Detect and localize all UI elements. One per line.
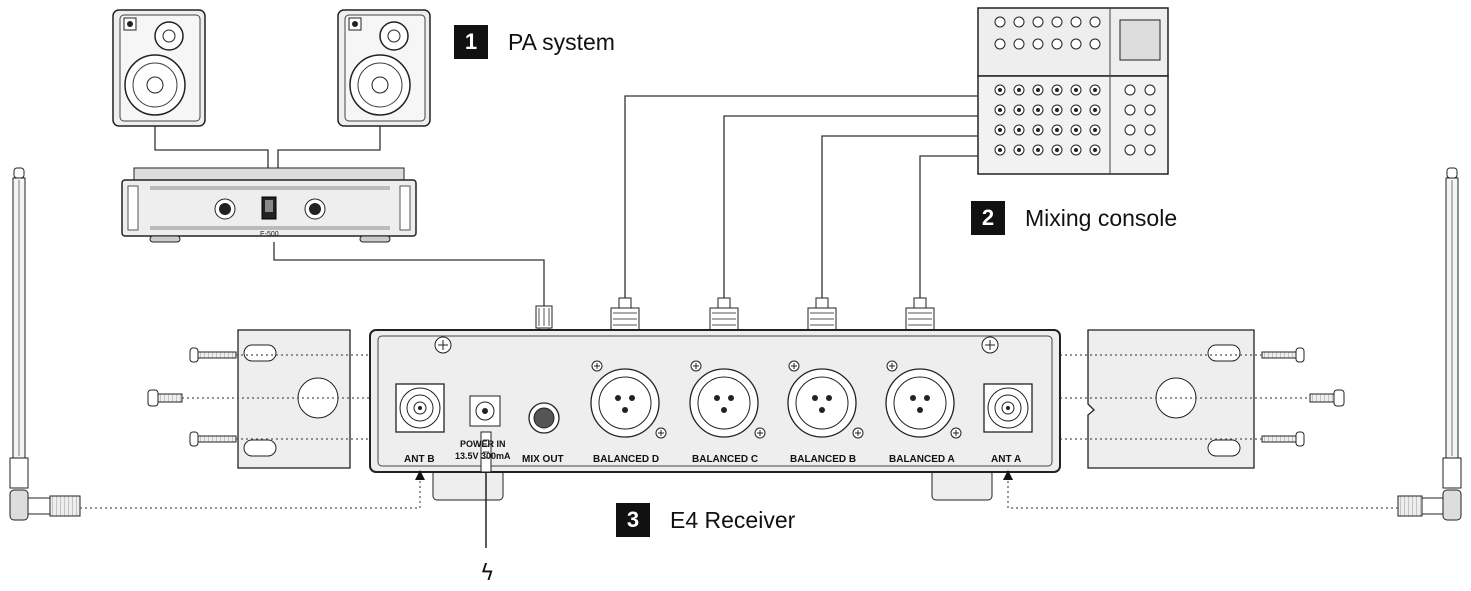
mix-out-jack-icon [528, 402, 560, 434]
balanced-d-label: BALANCED D [593, 454, 659, 465]
alignment-lines [182, 354, 1310, 440]
power-jack-icon [469, 395, 501, 427]
callout-label: Mixing console [1025, 204, 1178, 231]
power-rating-label: 13.5V 300mA [455, 451, 511, 461]
callout-number-badge: 3 [616, 503, 650, 537]
mixer-knobs [994, 16, 1161, 156]
callout-number-badge: 1 [454, 25, 488, 59]
callout-label: PA system [508, 28, 615, 55]
speaker-right-icon [337, 9, 431, 127]
speaker-cables [154, 126, 381, 168]
ant-a-label: ANT A [991, 454, 1021, 465]
antenna-left-icon [9, 167, 81, 521]
balanced-cables [624, 95, 978, 302]
bnc-connector-ant-b-icon [395, 383, 445, 433]
mix-out-cable [273, 242, 545, 306]
rack-ear-left [237, 329, 351, 469]
balanced-c-label: BALANCED C [692, 454, 758, 465]
xlr-socket-icon [787, 360, 864, 439]
antenna-right-icon [1397, 167, 1462, 521]
power-in-label: POWER IN [460, 439, 506, 449]
xlr-sockets [590, 360, 962, 439]
screw-icons [147, 347, 1345, 447]
xlr-socket-icon [689, 360, 766, 439]
power-lightning-icon: ϟ [480, 561, 495, 586]
speaker-left-icon [112, 9, 206, 127]
balanced-a-label: BALANCED A [889, 454, 955, 465]
power-plug-icon [480, 431, 492, 548]
callout-pa-system: 1 PA system [454, 25, 615, 59]
amplifier-icon: E-500 [121, 167, 417, 243]
callout-number-badge: 2 [971, 201, 1005, 235]
antenna-arrows [415, 470, 1013, 480]
callout-mixing-console: 2 Mixing console [971, 201, 1177, 235]
bnc-connector-ant-a-icon [983, 383, 1033, 433]
rack-ear-right [1087, 329, 1255, 469]
xlr-socket-icon [885, 360, 962, 439]
callout-label: E4 Receiver [670, 506, 796, 533]
amplifier-model-label: E-500 [260, 231, 279, 238]
xlr-socket-icon [590, 360, 667, 439]
balanced-b-label: BALANCED B [790, 454, 856, 465]
callout-e4-receiver: 3 E4 Receiver [616, 503, 795, 537]
ant-b-label: ANT B [404, 454, 435, 465]
antenna-dotted-lines [80, 478, 1398, 509]
mix-out-label: MIX OUT [522, 454, 564, 465]
